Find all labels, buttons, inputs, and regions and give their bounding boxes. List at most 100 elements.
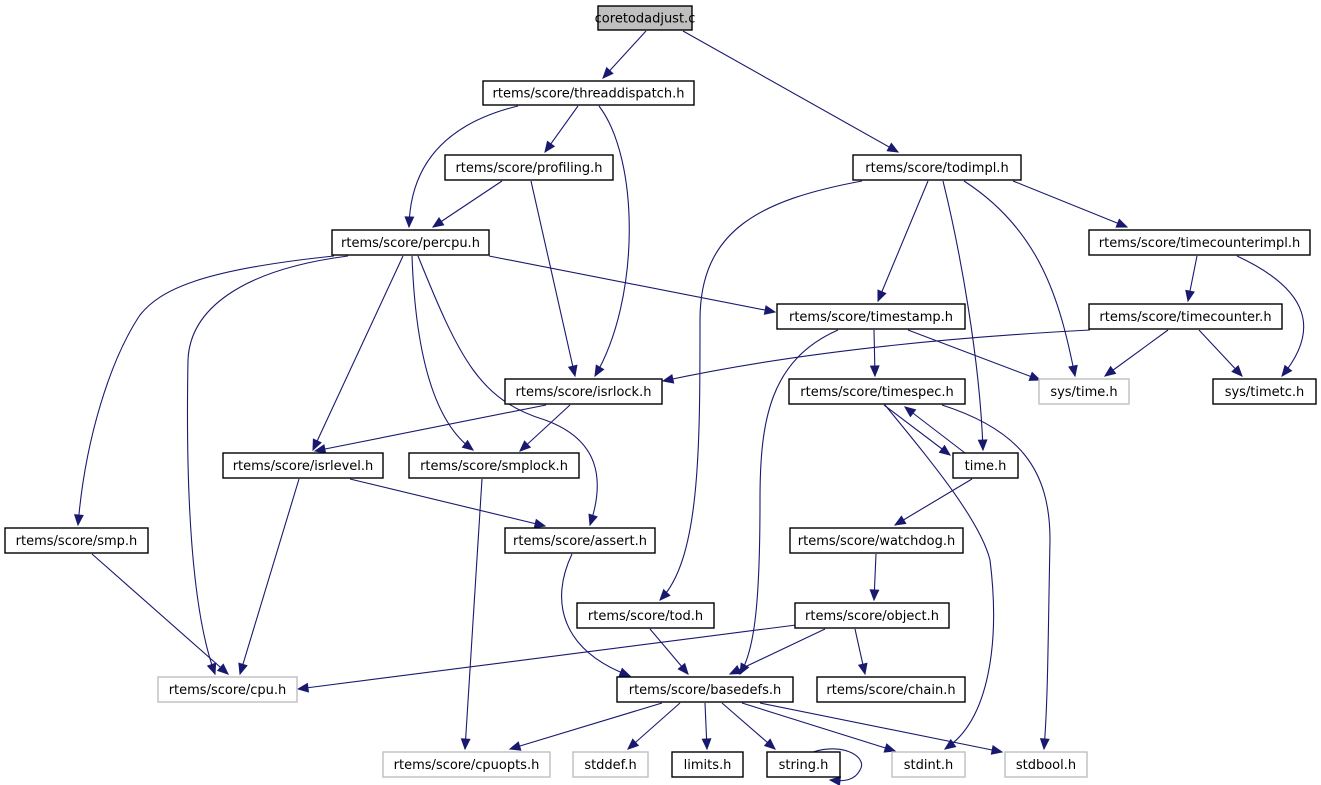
edge-arrowhead: [216, 663, 229, 675]
node-limits[interactable]: limits.h: [671, 751, 744, 778]
node-label: sys/time.h: [1050, 385, 1117, 400]
edge-arrowhead: [763, 305, 777, 315]
edge-arrowhead: [1068, 364, 1078, 378]
node-threaddispatch[interactable]: rtems/score/threaddispatch.h: [482, 80, 695, 106]
node-timecounterimpl[interactable]: rtems/score/timecounterimpl.h: [1088, 229, 1311, 256]
edge-percpu-to-smp: [73, 255, 335, 527]
node-assert[interactable]: rtems/score/assert.h: [504, 527, 656, 554]
node-todimpl[interactable]: rtems/score/todimpl.h: [852, 154, 1022, 181]
edge-arrowhead: [312, 438, 322, 452]
node-box: [788, 378, 966, 405]
nodes-layer: coretodadjust.c rtems/score/threaddispatc…: [4, 5, 1317, 778]
node-label: rtems/score/todimpl.h: [865, 161, 1008, 176]
node-label: stdint.h: [904, 758, 953, 773]
edge-line: [1104, 329, 1169, 377]
node-label: rtems/score/isrlock.h: [516, 385, 652, 400]
node-object[interactable]: rtems/score/object.h: [794, 602, 950, 629]
edge-line: [561, 553, 631, 677]
edge-arrowhead: [519, 440, 532, 452]
edge-line: [942, 180, 984, 451]
edge-line: [662, 329, 1091, 382]
node-smp[interactable]: rtems/score/smp.h: [4, 527, 149, 554]
edge-arrowhead: [508, 741, 522, 751]
edge-arrowhead: [544, 140, 556, 154]
node-timespec[interactable]: rtems/score/timespec.h: [788, 378, 966, 405]
edge-line: [519, 404, 571, 452]
node-label: rtems/score/profiling.h: [455, 161, 602, 176]
edge-line: [729, 628, 826, 675]
edge-arrowhead: [627, 738, 640, 750]
node-timestamp[interactable]: rtems/score/timestamp.h: [776, 303, 966, 330]
edge-watchdog-to-object: [869, 553, 880, 602]
edges-layer: [73, 30, 1305, 785]
node-box: [1088, 303, 1283, 330]
node-timecounter[interactable]: rtems/score/timecounter.h: [1088, 303, 1283, 330]
edge-profiling-to-percpu: [431, 180, 503, 228]
edge-arrowhead: [1039, 738, 1050, 751]
edge-arrowhead: [659, 588, 671, 601]
edge-arrowhead: [1028, 371, 1042, 381]
edge-line: [417, 255, 598, 526]
edge-line: [432, 180, 503, 228]
edge-arrowhead: [990, 745, 1004, 755]
edge-timestamp-to-timespec: [869, 329, 880, 378]
node-label: rtems/score/watchdog.h: [798, 534, 955, 549]
edge-object-to-basedefs: [728, 628, 826, 675]
node-timeh[interactable]: time.h: [952, 452, 1019, 479]
edge-arrowhead: [431, 217, 445, 228]
edge-timeh-to-timespec: [903, 406, 966, 454]
node-label: rtems/score/percpu.h: [341, 236, 480, 251]
node-basedefs[interactable]: rtems/score/basedefs.h: [616, 676, 794, 703]
node-tod[interactable]: rtems/score/tod.h: [576, 602, 715, 629]
node-stdbool: stdbool.h: [1004, 751, 1088, 778]
edge-percpu-to-smplock: [411, 255, 475, 451]
edge-arrowhead: [1281, 364, 1293, 378]
edge-assert-to-basedefs: [561, 553, 632, 677]
edge-threaddispatch-to-isrlock: [594, 105, 630, 378]
edge-timecounterimpl-to-timecounter: [1185, 255, 1198, 303]
node-isrlock[interactable]: rtems/score/isrlock.h: [504, 378, 663, 405]
edge-line: [721, 702, 776, 750]
node-label: rtems/score/timecounterimpl.h: [1099, 236, 1300, 251]
edge-threaddispatch-to-profiling: [544, 105, 579, 154]
edge-line: [659, 180, 863, 601]
edge-todimpl-to-timecounterimpl: [1012, 180, 1129, 228]
edge-arrowhead: [869, 589, 880, 602]
edge-arrowhead: [1231, 364, 1243, 377]
edge-arrowhead: [567, 364, 578, 378]
node-isrlevel[interactable]: rtems/score/isrlevel.h: [222, 452, 384, 479]
edge-threaddispatch-to-percpu: [404, 105, 519, 229]
node-chain[interactable]: rtems/score/chain.h: [816, 676, 966, 703]
edge-arrowhead: [893, 515, 907, 526]
node-smplock[interactable]: rtems/score/smplock.h: [408, 452, 580, 479]
node-watchdog[interactable]: rtems/score/watchdog.h: [789, 527, 964, 554]
node-box: [852, 154, 1022, 181]
edge-string-to-string: [812, 748, 863, 785]
edge-arrowhead: [533, 518, 547, 529]
edge-root-to-threaddispatch: [602, 30, 647, 79]
edge-profiling-to-isrlock: [530, 180, 578, 378]
edge-arrowhead: [296, 682, 310, 693]
edge-timestamp-to-systime: [907, 329, 1042, 381]
edge-line: [884, 404, 995, 750]
node-profiling[interactable]: rtems/score/profiling.h: [444, 154, 614, 181]
edge-line: [530, 180, 576, 377]
edge-arrowhead: [869, 365, 880, 378]
edge-arrowhead: [677, 662, 689, 675]
node-box: [382, 751, 551, 778]
node-label: stddef.h: [584, 758, 636, 773]
node-box: [157, 676, 298, 703]
edge-basedefs-to-limits: [701, 702, 712, 751]
node-percpu[interactable]: rtems/score/percpu.h: [331, 229, 490, 256]
node-string[interactable]: string.h: [766, 751, 841, 778]
node-box: [1088, 229, 1311, 256]
node-box: [1212, 378, 1317, 405]
edge-arrowhead: [206, 662, 217, 676]
node-label: time.h: [965, 459, 1007, 474]
node-root[interactable]: coretodadjust.c: [595, 5, 696, 31]
edge-line: [312, 255, 404, 451]
node-systimetc[interactable]: sys/timetc.h: [1212, 378, 1317, 405]
node-label: rtems/score/threaddispatch.h: [493, 87, 685, 102]
edge-line: [408, 105, 519, 228]
